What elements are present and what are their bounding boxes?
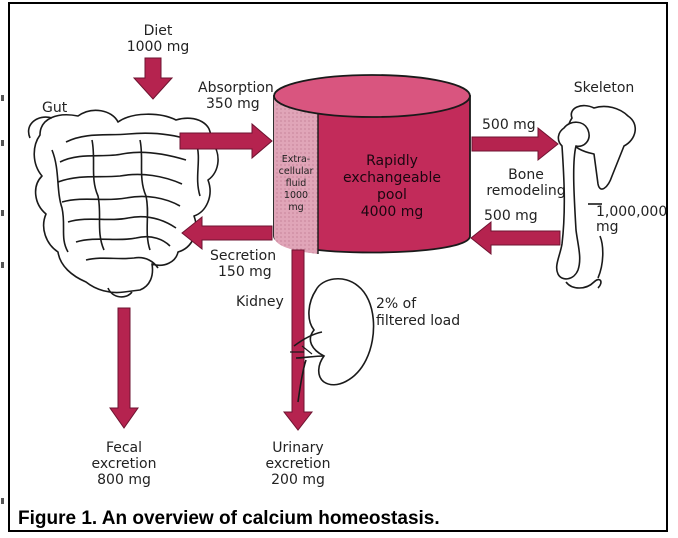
to-bone-amount: 500 mg [482,117,536,133]
fecal-arrow [110,308,138,428]
absorption-label: Absorption [198,80,274,96]
bone-remodeling-line: remodeling [486,183,565,199]
secretion-label: Secretion [210,248,276,264]
ecf-label-line: 1000 [284,190,308,201]
filtered-load-line: filtered load [376,313,460,329]
ecf-label-line: mg [288,202,303,213]
secretion-amount: 150 mg [218,264,272,280]
kidney-label: Kidney [236,294,284,310]
urinary-label-line: excretion [266,456,331,472]
from-bone-amount: 500 mg [484,208,538,224]
pool-amount: 4000 mg [361,204,424,220]
figure-caption: Figure 1. An overview of calcium homeost… [18,508,440,530]
pool-label-line: pool [377,187,407,203]
pool-label-line: exchangeable [343,170,441,186]
diet-label: Diet [144,23,173,39]
skeleton-illustration [557,106,636,288]
pool-label-line: Rapidly [366,153,418,169]
fecal-label-line: Fecal [106,440,142,456]
gut-label: Gut [42,100,68,116]
diet-arrow [134,58,172,99]
bone-remodeling-line: Bone [508,167,544,183]
urinary-arrow [284,250,312,430]
skeleton-amount-line: mg [596,219,619,235]
absorption-amount: 350 mg [206,96,260,112]
diet-amount: 1000 mg [127,39,190,55]
ecf-label-line: cellular [279,166,314,177]
urinary-label-line: Urinary [272,440,323,456]
ecf-label-line: fluid [286,178,307,189]
from-bone-arrow [471,222,560,254]
secretion-arrow [182,217,272,249]
urinary-amount: 200 mg [271,472,325,488]
fecal-amount: 800 mg [97,472,151,488]
skeleton-label: Skeleton [574,80,635,96]
ecf-label-line: Extra- [282,154,311,165]
skeleton-amount-line: 1,000,000 [596,204,667,220]
fecal-label-line: excretion [92,456,157,472]
filtered-load-line: 2% of [376,296,417,312]
pool-top [274,75,470,117]
